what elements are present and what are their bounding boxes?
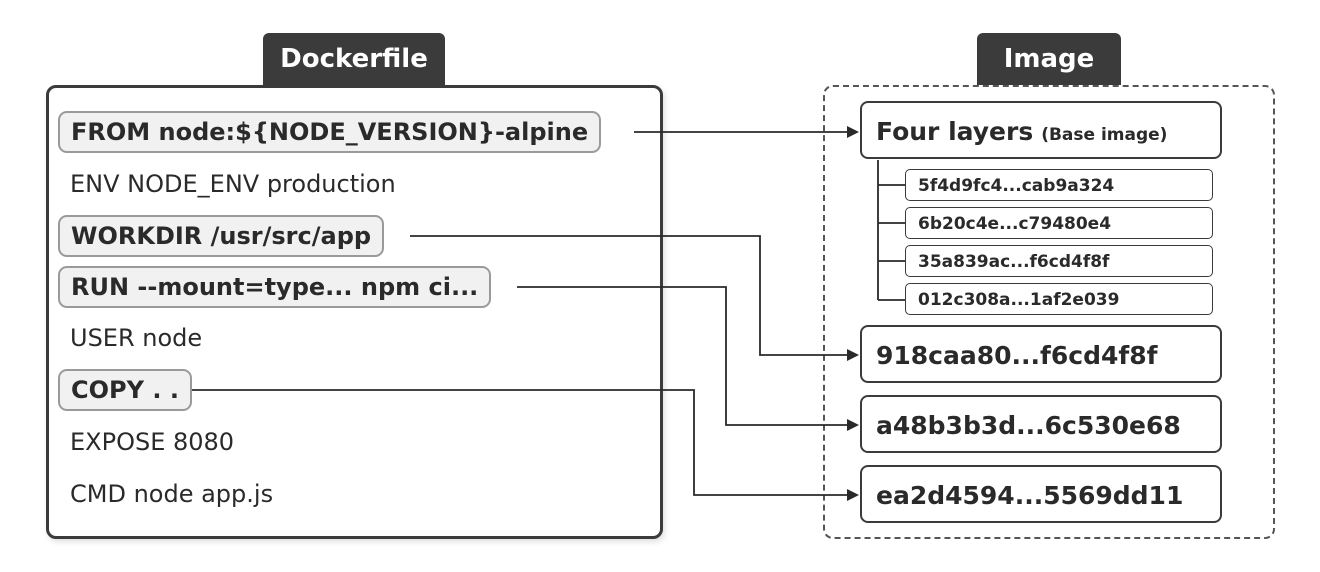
image-panel bbox=[823, 85, 1275, 539]
sub-layer: 6b20c4e...c79480e4 bbox=[905, 207, 1213, 239]
sub-layer: 35a839ac...f6cd4f8f bbox=[905, 245, 1213, 277]
image-title: Image bbox=[977, 33, 1121, 85]
image-layer: a48b3b3d...6c530e68 bbox=[860, 395, 1222, 453]
dockerfile-title: Dockerfile bbox=[263, 33, 445, 85]
base-layer-label: Four layers bbox=[876, 117, 1034, 146]
instruction-env: ENV NODE_ENV production bbox=[70, 170, 396, 198]
instruction-expose: EXPOSE 8080 bbox=[70, 428, 235, 456]
instruction-workdir: WORKDIR /usr/src/app bbox=[58, 215, 385, 257]
instruction-copy: COPY . . bbox=[58, 369, 192, 411]
run-arrow bbox=[517, 286, 859, 431]
base-layer-box: Four layers (Base image) bbox=[860, 101, 1222, 159]
dockerfile-panel bbox=[46, 85, 663, 539]
instruction-cmd: CMD node app.js bbox=[70, 480, 274, 508]
workdir-arrow bbox=[410, 235, 859, 361]
copy-arrow bbox=[192, 389, 859, 501]
sub-layer: 012c308a...1af2e039 bbox=[905, 283, 1213, 315]
image-layer: 918caa80...f6cd4f8f bbox=[860, 325, 1222, 383]
instruction-run: RUN --mount=type... npm ci... bbox=[58, 266, 492, 308]
instruction-from: FROM node:${NODE_VERSION}-alpine bbox=[58, 111, 602, 153]
sub-layer-bracket bbox=[877, 160, 905, 301]
instruction-user: USER node bbox=[70, 324, 203, 352]
image-layer: ea2d4594...5569dd11 bbox=[860, 465, 1222, 523]
base-layer-note: (Base image) bbox=[1041, 125, 1168, 145]
sub-layer: 5f4d9fc4...cab9a324 bbox=[905, 169, 1213, 201]
